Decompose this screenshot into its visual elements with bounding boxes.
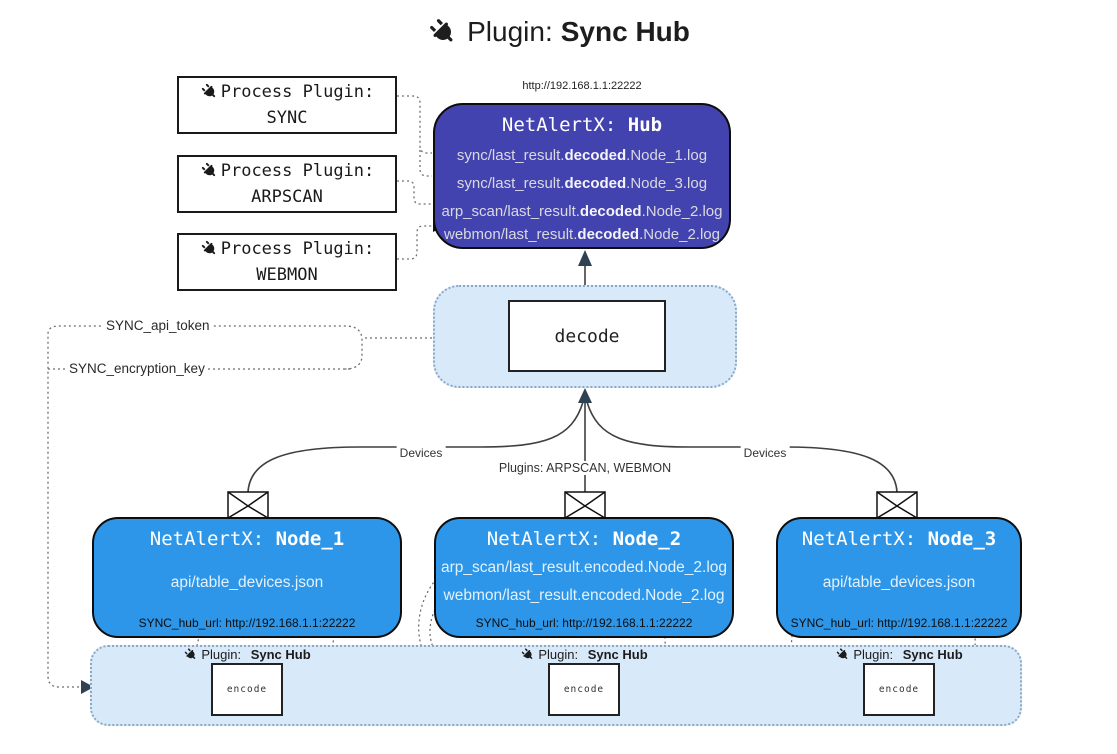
plug-icon: [199, 161, 219, 181]
process-plugin-label: Process Plugin:: [220, 81, 375, 102]
edge-label-devices-left: Devices: [396, 446, 446, 460]
hub-box: NetAlertX: Hub sync/last_result.decoded.…: [433, 103, 731, 249]
node-title: NetAlertX: Node_1: [149, 528, 345, 550]
node-hub-url: SYNC_hub_url: http://192.168.1.1:22222: [790, 616, 1008, 630]
plug-icon: [427, 16, 459, 48]
process-plugin-label: Process Plugin:: [220, 160, 375, 181]
encoder-plugin-label-1: Plugin: Sync Hub: [183, 647, 311, 662]
node2-box: NetAlertX: Node_2 arp_scan/last_result.e…: [434, 517, 734, 638]
hub-log-line: webmon/last_result.decoded.Node_2.log: [444, 226, 720, 243]
node-file-line: webmon/last_result.encoded.Node_2.log: [443, 587, 725, 604]
encode-box-2: encode: [548, 663, 620, 716]
process-plugin-box-webmon: Process Plugin: WEBMON: [177, 233, 397, 291]
node-file-line: api/table_devices.json: [822, 574, 976, 591]
encoder-plugin-label-2: Plugin: Sync Hub: [520, 647, 648, 662]
node3-box: NetAlertX: Node_3 api/table_devices.json…: [776, 517, 1022, 638]
plug-icon: [199, 239, 219, 259]
sync-encryption-key-label: SYNC_encryption_key: [66, 361, 208, 376]
process-plugin-name: WEBMON: [256, 265, 318, 285]
envelope-icon-node1: [227, 491, 269, 519]
process-plugin-name: SYNC: [266, 108, 308, 128]
process-plugin-box-arpscan: Process Plugin: ARPSCAN: [177, 155, 397, 213]
envelope-icon-node3: [876, 491, 918, 519]
sync-api-token-label: SYNC_api_token: [103, 318, 213, 333]
process-plugin-label: Process Plugin:: [220, 238, 375, 259]
encode-box-1: encode: [211, 663, 283, 716]
edge-plugin-arpscan-to-hub: [397, 180, 432, 205]
encoder-plugin-label-3: Plugin: Sync Hub: [835, 647, 963, 662]
hub-log-line: sync/last_result.decoded.Node_3.log: [456, 175, 708, 192]
process-plugin-name: ARPSCAN: [251, 187, 323, 207]
node-file-line: arp_scan/last_result.encoded.Node_2.log: [440, 559, 728, 576]
decode-box: decode: [508, 300, 666, 372]
node-file-line: api/table_devices.json: [170, 574, 324, 591]
edge-label-devices-right: Devices: [740, 446, 790, 460]
node-hub-url: SYNC_hub_url: http://192.168.1.1:22222: [475, 616, 693, 630]
node-hub-url: SYNC_hub_url: http://192.168.1.1:22222: [138, 616, 356, 630]
node1-box: NetAlertX: Node_1 api/table_devices.json…: [92, 517, 402, 638]
arrow-into-decode-band: [578, 388, 592, 403]
plug-icon: [520, 647, 536, 662]
edge-plugin-webmon-to-hub: [397, 225, 432, 260]
encode-box-3: encode: [863, 663, 935, 716]
process-plugin-box-sync: Process Plugin: SYNC: [177, 76, 397, 134]
edge-label-plugins: Plugins: ARPSCAN, WEBMON: [495, 461, 675, 475]
node-title: NetAlertX: Node_3: [801, 528, 997, 550]
hub-log-line: sync/last_result.decoded.Node_1.log: [456, 147, 708, 164]
edge-nodes-to-decode: [247, 394, 898, 493]
envelope-icon-node2: [564, 491, 606, 519]
hub-url-label: http://192.168.1.1:22222: [522, 80, 642, 92]
page-title-prefix: Plugin:: [467, 16, 553, 47]
page-title-name: Sync Hub: [560, 16, 690, 47]
node-title: NetAlertX: Node_2: [486, 528, 682, 550]
plug-icon: [835, 647, 851, 662]
plug-icon: [199, 82, 219, 102]
hub-log-line: arp_scan/last_result.decoded.Node_2.log: [441, 203, 723, 220]
plug-icon: [183, 647, 199, 662]
hub-title: NetAlertX: Hub: [501, 114, 663, 136]
page-title: Plugin: Sync Hub: [0, 16, 1117, 48]
edge-plugin-sync-to-hub: [397, 95, 432, 177]
